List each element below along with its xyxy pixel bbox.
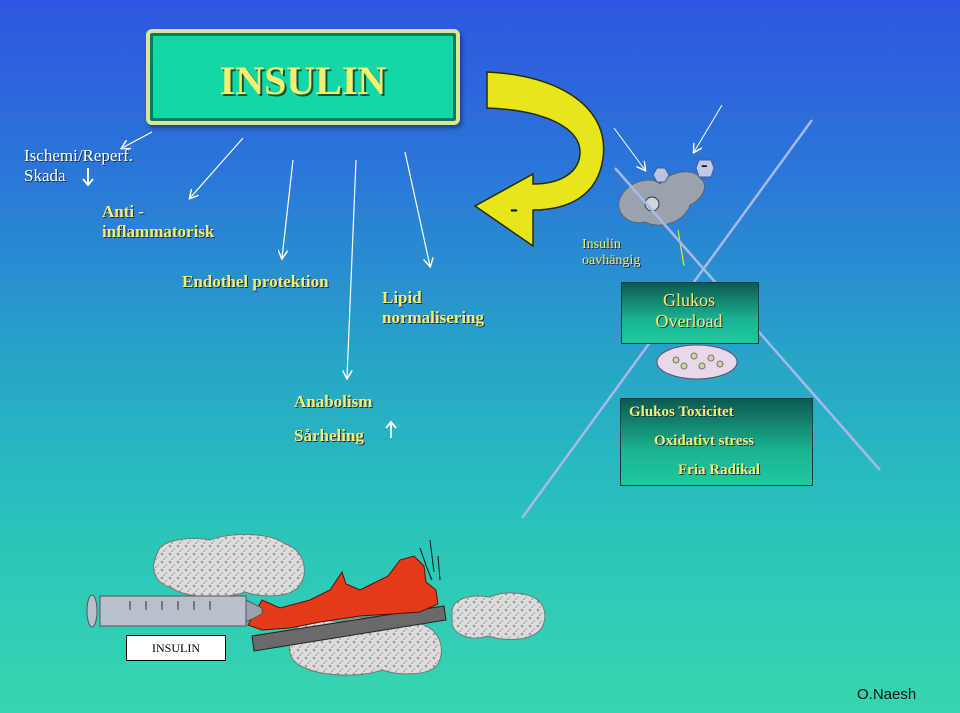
title-box: INSULIN: [146, 29, 460, 125]
syringe-tip: [245, 599, 263, 623]
toxicity-line-3: Fria Radikal: [678, 462, 761, 478]
down-arrow-icon: [82, 168, 94, 187]
syringe-plunger: [86, 594, 98, 628]
arrow-to-cell-2: [694, 104, 723, 152]
ischemi-label: Ischemi/Reperf. Skada: [24, 146, 134, 185]
bed: [251, 605, 447, 652]
arrow-to-lipid: [404, 151, 430, 266]
cloud-3: [451, 592, 546, 640]
toxicity-box: [620, 398, 813, 486]
glucose-molecules: [656, 344, 738, 380]
glucose-overload-label: Glukos Overload: [655, 290, 723, 331]
arrow-to-cell-1: [613, 127, 645, 170]
syringe-label: INSULIN: [126, 635, 226, 661]
up-arrow-icon: [385, 420, 397, 438]
arrow-to-anti: [190, 137, 244, 198]
cell-minus-sign: -: [701, 154, 708, 176]
arrow-to-ischemi: [122, 131, 153, 148]
toxicity-line-1: Glukos Toxicitet: [629, 404, 734, 420]
title: INSULIN: [219, 58, 387, 103]
cloud-1: [153, 533, 305, 598]
arrow-to-anabolism: [347, 159, 357, 378]
patient-figure: [247, 555, 439, 631]
syringe-barrel: [99, 595, 247, 627]
anabolism-label: Anabolism: [294, 392, 373, 411]
arrow-to-endothel: [282, 159, 294, 258]
receptor-minus-shape: [695, 159, 715, 178]
curved-feedback-arrow: [473, 71, 605, 248]
receptor-hexagon: [652, 167, 670, 183]
anti-inflammatory-label: Anti - inflammatorisk: [102, 202, 215, 241]
sarheling-label: Sårheling: [294, 426, 364, 445]
toxicity-line-2: Oxidativt stress: [654, 433, 755, 449]
arrow-yellow-down: [677, 229, 685, 267]
insulin-independent-label: Insulin oavhängig: [582, 237, 641, 269]
endothel-label: Endothel protektion: [182, 272, 329, 291]
lipid-label: Lipid normalisering: [382, 288, 484, 327]
arrow-minus-sign: -: [510, 196, 518, 222]
glucose-overload-box: [621, 282, 759, 344]
author-credit: O.Naesh: [857, 686, 917, 703]
